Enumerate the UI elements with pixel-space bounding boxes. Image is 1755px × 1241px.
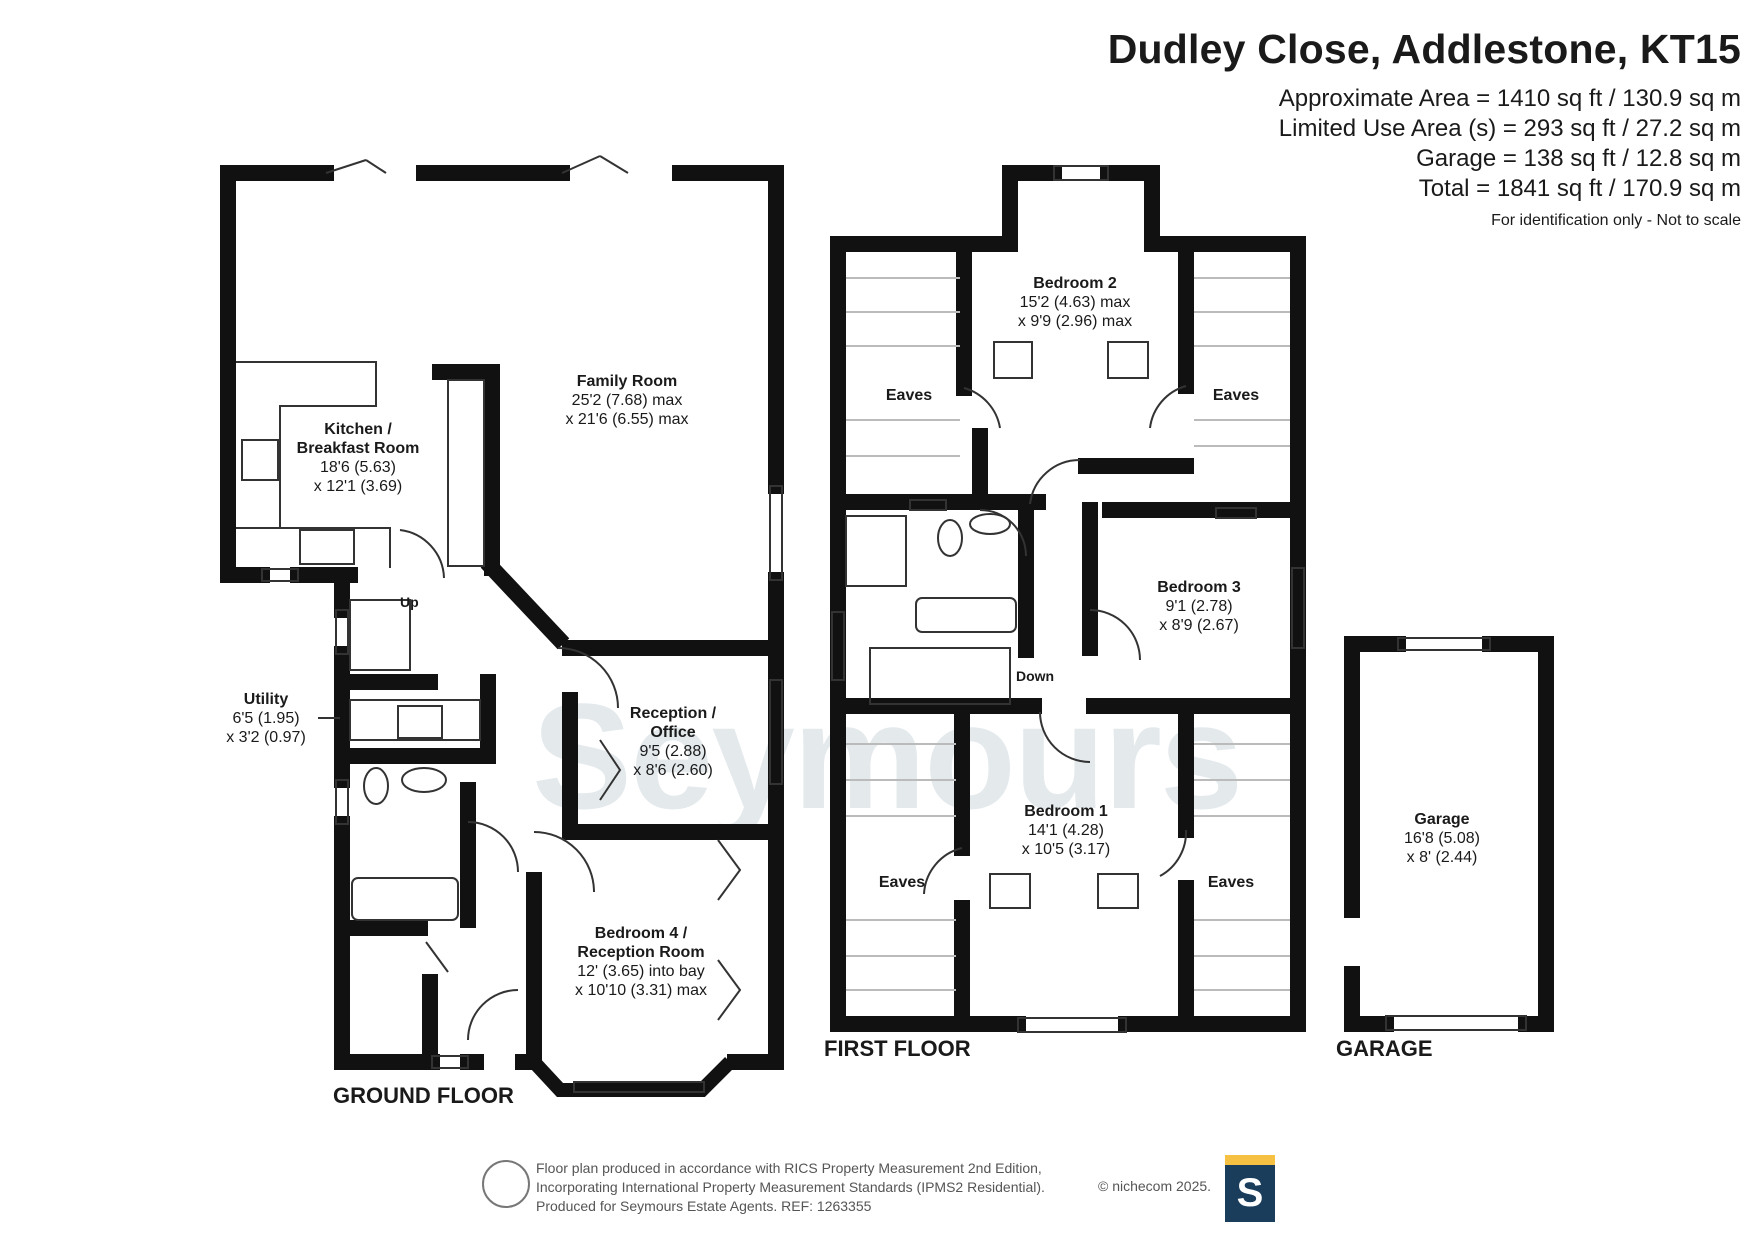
reception-cupboard xyxy=(599,739,622,801)
first-wall-bath-top xyxy=(838,494,1034,658)
room-kitchen: Kitchen / Breakfast Room 18'6 (5.63) x 1… xyxy=(296,421,420,495)
stairs-down-label: Down xyxy=(1016,668,1055,684)
ground-floor-label: GROUND FLOOR xyxy=(333,1083,514,1108)
copyright: © nichecom 2025. xyxy=(1098,1178,1212,1194)
seymours-logo: S xyxy=(1225,1155,1275,1222)
garage-door xyxy=(1385,1015,1527,1031)
ground-wall-east-lower xyxy=(727,572,784,1070)
utility-sink-icon xyxy=(397,705,443,739)
eaves-door-bw xyxy=(923,847,963,895)
garage-floor-label: GARAGE xyxy=(1336,1036,1433,1061)
front-door-arc xyxy=(467,989,519,1041)
room-family: Family Room 25'2 (7.68) max x 21'6 (6.55… xyxy=(565,373,689,428)
bed4-door-arc xyxy=(533,831,595,893)
bed2-velux-1 xyxy=(993,341,1033,379)
utility-worktop xyxy=(349,699,481,741)
room-garage: Garage 16'8 (5.08) x 8' (2.44) xyxy=(1404,811,1480,866)
bed3-top-window xyxy=(1215,507,1257,519)
first-basin-icon xyxy=(969,513,1011,535)
bed3-window xyxy=(1291,567,1305,649)
garage-wall-sw xyxy=(1344,966,1394,1032)
room-eaves: Eaves xyxy=(878,874,926,891)
bed3-door-arc xyxy=(1089,609,1141,661)
first-wc-icon xyxy=(937,519,963,557)
kitchen-door-arc xyxy=(399,529,445,579)
bay-window-wall xyxy=(528,1057,735,1097)
kitchen-sink-icon xyxy=(299,529,355,565)
bed2-velux-2 xyxy=(1107,341,1149,379)
bath-window-first xyxy=(909,499,947,511)
room-eaves: Eaves xyxy=(1212,387,1260,404)
first-floor-label: FIRST FLOOR xyxy=(824,1036,971,1061)
bath-window xyxy=(335,779,349,825)
eaves-hatching xyxy=(846,277,1290,991)
ground-wall-north-right xyxy=(672,165,784,494)
first-wall-south-mid xyxy=(830,165,1026,1032)
area-line: Garage = 138 sq ft / 12.8 sq m xyxy=(1416,145,1741,172)
room-bedroom-2: Bedroom 2 15'2 (4.63) max x 9'9 (2.96) m… xyxy=(1017,275,1133,330)
bed1-velux-1 xyxy=(989,873,1031,909)
first-stairs xyxy=(869,647,1011,705)
room-bedroom-4: Bedroom 4 / Reception Room 12' (3.65) in… xyxy=(574,925,708,999)
reception-door-arc xyxy=(557,647,619,709)
hall-window xyxy=(431,1055,469,1069)
bed2-window xyxy=(1053,165,1109,181)
eaves-door-be xyxy=(1159,829,1188,877)
garage-wall-north2 xyxy=(1482,636,1554,1032)
ground-wc-icon xyxy=(363,767,389,805)
bathroom-door-arc xyxy=(979,509,1027,557)
room-eaves: Eaves xyxy=(885,387,933,404)
first-bath-icon xyxy=(915,597,1017,633)
stairs-up-label: Up xyxy=(400,594,419,610)
ground-wall-west-kitchen xyxy=(220,165,270,583)
room-eaves: Eaves xyxy=(1207,874,1255,891)
reception-window xyxy=(769,679,783,785)
bay-window-glass xyxy=(573,1081,705,1093)
room-utility: Utility 6'5 (1.95) x 3'2 (0.97) xyxy=(226,691,306,746)
room-bedroom-1: Bedroom 1 14'1 (4.28) x 10'5 (3.17) xyxy=(1021,803,1111,858)
ground-bath-icon xyxy=(351,877,459,921)
landing-window xyxy=(831,611,845,681)
room-bedroom-3: Bedroom 3 9'1 (2.78) x 8'9 (2.67) xyxy=(1157,579,1241,634)
ground-wall-diag xyxy=(480,556,570,650)
kitchen-worktop-south xyxy=(280,527,391,568)
eaves-door-e xyxy=(1149,385,1187,429)
kitchen-window xyxy=(261,568,299,582)
shower-icon xyxy=(845,515,907,587)
page-title: Dudley Close, Addlestone, KT15 xyxy=(1107,26,1741,72)
kitchen-tall-units xyxy=(447,379,485,567)
wc-door xyxy=(425,941,449,973)
family-window xyxy=(769,485,783,581)
bifold-door-2 xyxy=(561,155,601,174)
stair-window xyxy=(335,609,349,655)
area-line: Approximate Area = 1410 sq ft / 130.9 sq… xyxy=(1278,85,1741,112)
area-summary: Approximate Area = 1410 sq ft / 130.9 sq… xyxy=(1279,84,1741,204)
area-line: Total = 1841 sq ft / 170.9 sq m xyxy=(1418,175,1741,202)
first-wall-bed2-south xyxy=(972,428,1046,510)
bed1-door-arc xyxy=(1039,711,1091,763)
footer-text: Floor plan produced in accordance with R… xyxy=(536,1160,1045,1214)
room-reception: Reception / Office 9'5 (2.88) x 8'6 (2.6… xyxy=(629,705,717,779)
area-line: Limited Use Area (s) = 293 sq ft / 27.2 … xyxy=(1278,115,1741,142)
bed1-velux-2 xyxy=(1097,873,1139,909)
bed2-door-arc xyxy=(1029,458,1081,505)
bed4-wardrobe-2 xyxy=(717,959,742,1021)
ground-basin-icon xyxy=(401,767,447,793)
kitchen-worktop-west xyxy=(236,361,377,529)
person-scale-icon xyxy=(482,1160,530,1208)
bath-door-arc xyxy=(467,821,519,873)
eaves-door-w xyxy=(963,387,1001,429)
bifold-door-1 xyxy=(325,159,367,174)
ground-stairs xyxy=(349,599,411,671)
hob-icon xyxy=(241,439,279,481)
garage-window xyxy=(1397,637,1491,651)
first-wall-north-dormer2 xyxy=(1100,165,1306,1032)
bed4-wardrobe-1 xyxy=(717,839,742,901)
bed1-window xyxy=(1017,1017,1127,1033)
disclaimer-note: For identification only - Not to scale xyxy=(1491,212,1741,229)
ground-wall-west-lower3 xyxy=(334,816,440,1070)
